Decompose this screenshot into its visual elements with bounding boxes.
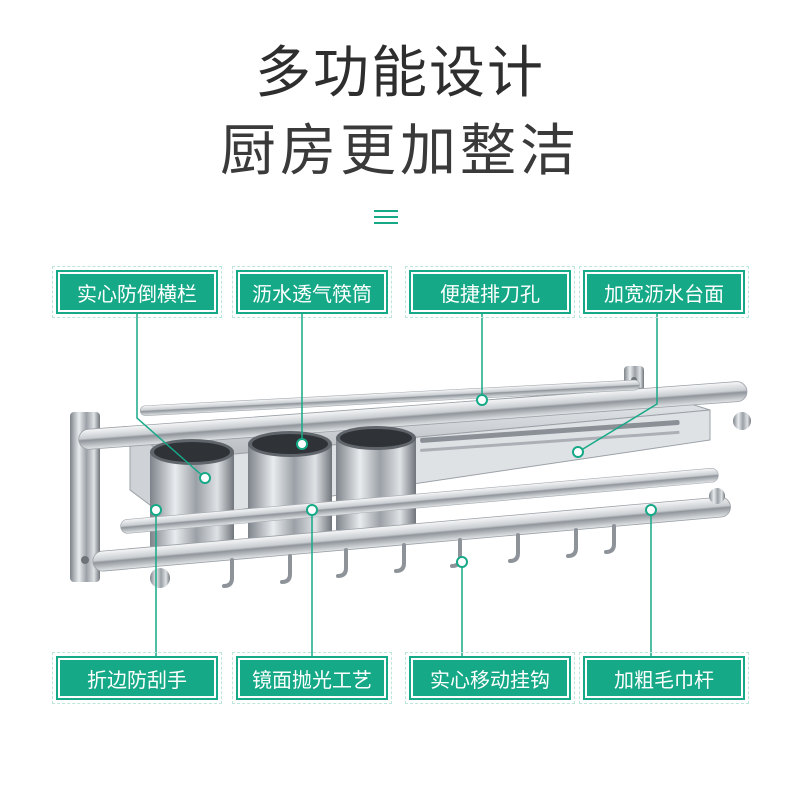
label-wide-drain-surface: 加宽沥水台面 bbox=[579, 266, 749, 318]
title-line-1: 多功能设计 bbox=[255, 41, 545, 106]
label-folded-edge: 折边防刮手 bbox=[52, 652, 222, 704]
label-chopstick-holder: 沥水透气筷筒 bbox=[232, 266, 392, 318]
callout-lines bbox=[136, 314, 658, 658]
front-top-rail bbox=[78, 381, 751, 450]
label-anti-fall-rail: 实心防倒横栏 bbox=[52, 266, 222, 318]
title-line-2: 厨房更加整洁 bbox=[220, 119, 580, 184]
label-mirror-polish: 镜面抛光工艺 bbox=[232, 652, 392, 704]
chopstick-cups bbox=[150, 426, 416, 552]
towel-bars bbox=[92, 467, 731, 588]
label-knife-slots: 便捷排刀孔 bbox=[405, 266, 575, 318]
label-towel-bar: 加粗毛巾杆 bbox=[579, 652, 749, 704]
label-movable-hooks: 实心移动挂钩 bbox=[405, 652, 575, 704]
menu-lines-icon bbox=[374, 208, 398, 226]
callout-dots bbox=[150, 394, 657, 568]
